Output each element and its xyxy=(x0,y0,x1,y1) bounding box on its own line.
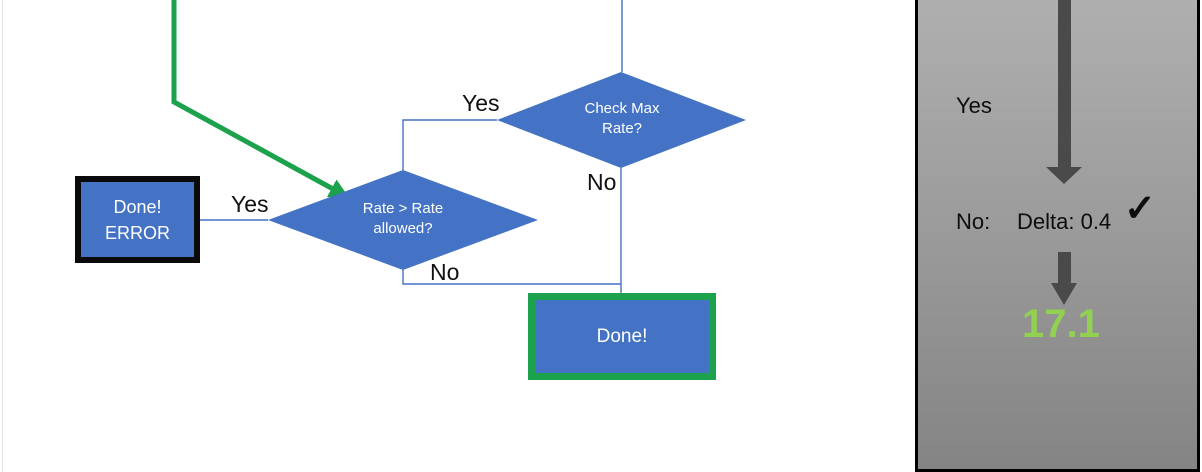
status-side-panel: Yes No: Delta: 0.4 ✓ 17.1 xyxy=(915,0,1200,472)
done-error-node-label: Done! ERROR xyxy=(104,196,170,243)
done-node: Done! xyxy=(528,293,716,380)
done-node-label: Done! xyxy=(596,325,648,347)
down-arrow-icon xyxy=(1058,0,1071,168)
down-arrow-icon-2 xyxy=(1058,252,1071,284)
checkmark-icon: ✓ xyxy=(1124,188,1156,230)
down-arrow-icon-head xyxy=(1046,167,1082,184)
rate-no-label: No xyxy=(430,259,460,285)
connector-rate-no xyxy=(402,270,621,285)
slide-left-edge xyxy=(2,0,3,472)
panel-delta-value: Delta: 0.4 xyxy=(1017,209,1112,234)
check-max-diamond-shape xyxy=(497,72,746,168)
down-arrow-icon-2-head xyxy=(1051,283,1077,305)
check-max-diamond-label: Check Max Rate? xyxy=(584,100,660,137)
panel-yes-label: Yes xyxy=(956,93,992,118)
connector-checkmax-yes xyxy=(402,119,497,170)
rate-yes-label: Yes xyxy=(231,191,269,217)
rate-allowed-diamond-shape xyxy=(268,170,538,270)
flowchart-graphics xyxy=(171,0,746,293)
result-value: 17.1 xyxy=(1022,302,1100,346)
check-max-yes-label: Yes xyxy=(462,90,500,116)
green-path-arrow xyxy=(171,0,350,198)
check-max-no-label: No xyxy=(587,169,617,195)
rate-allowed-diamond-label: Rate > Rate allowed? xyxy=(362,200,444,237)
panel-no-label: No: xyxy=(956,209,991,234)
done-error-node: Done! ERROR xyxy=(75,176,200,263)
